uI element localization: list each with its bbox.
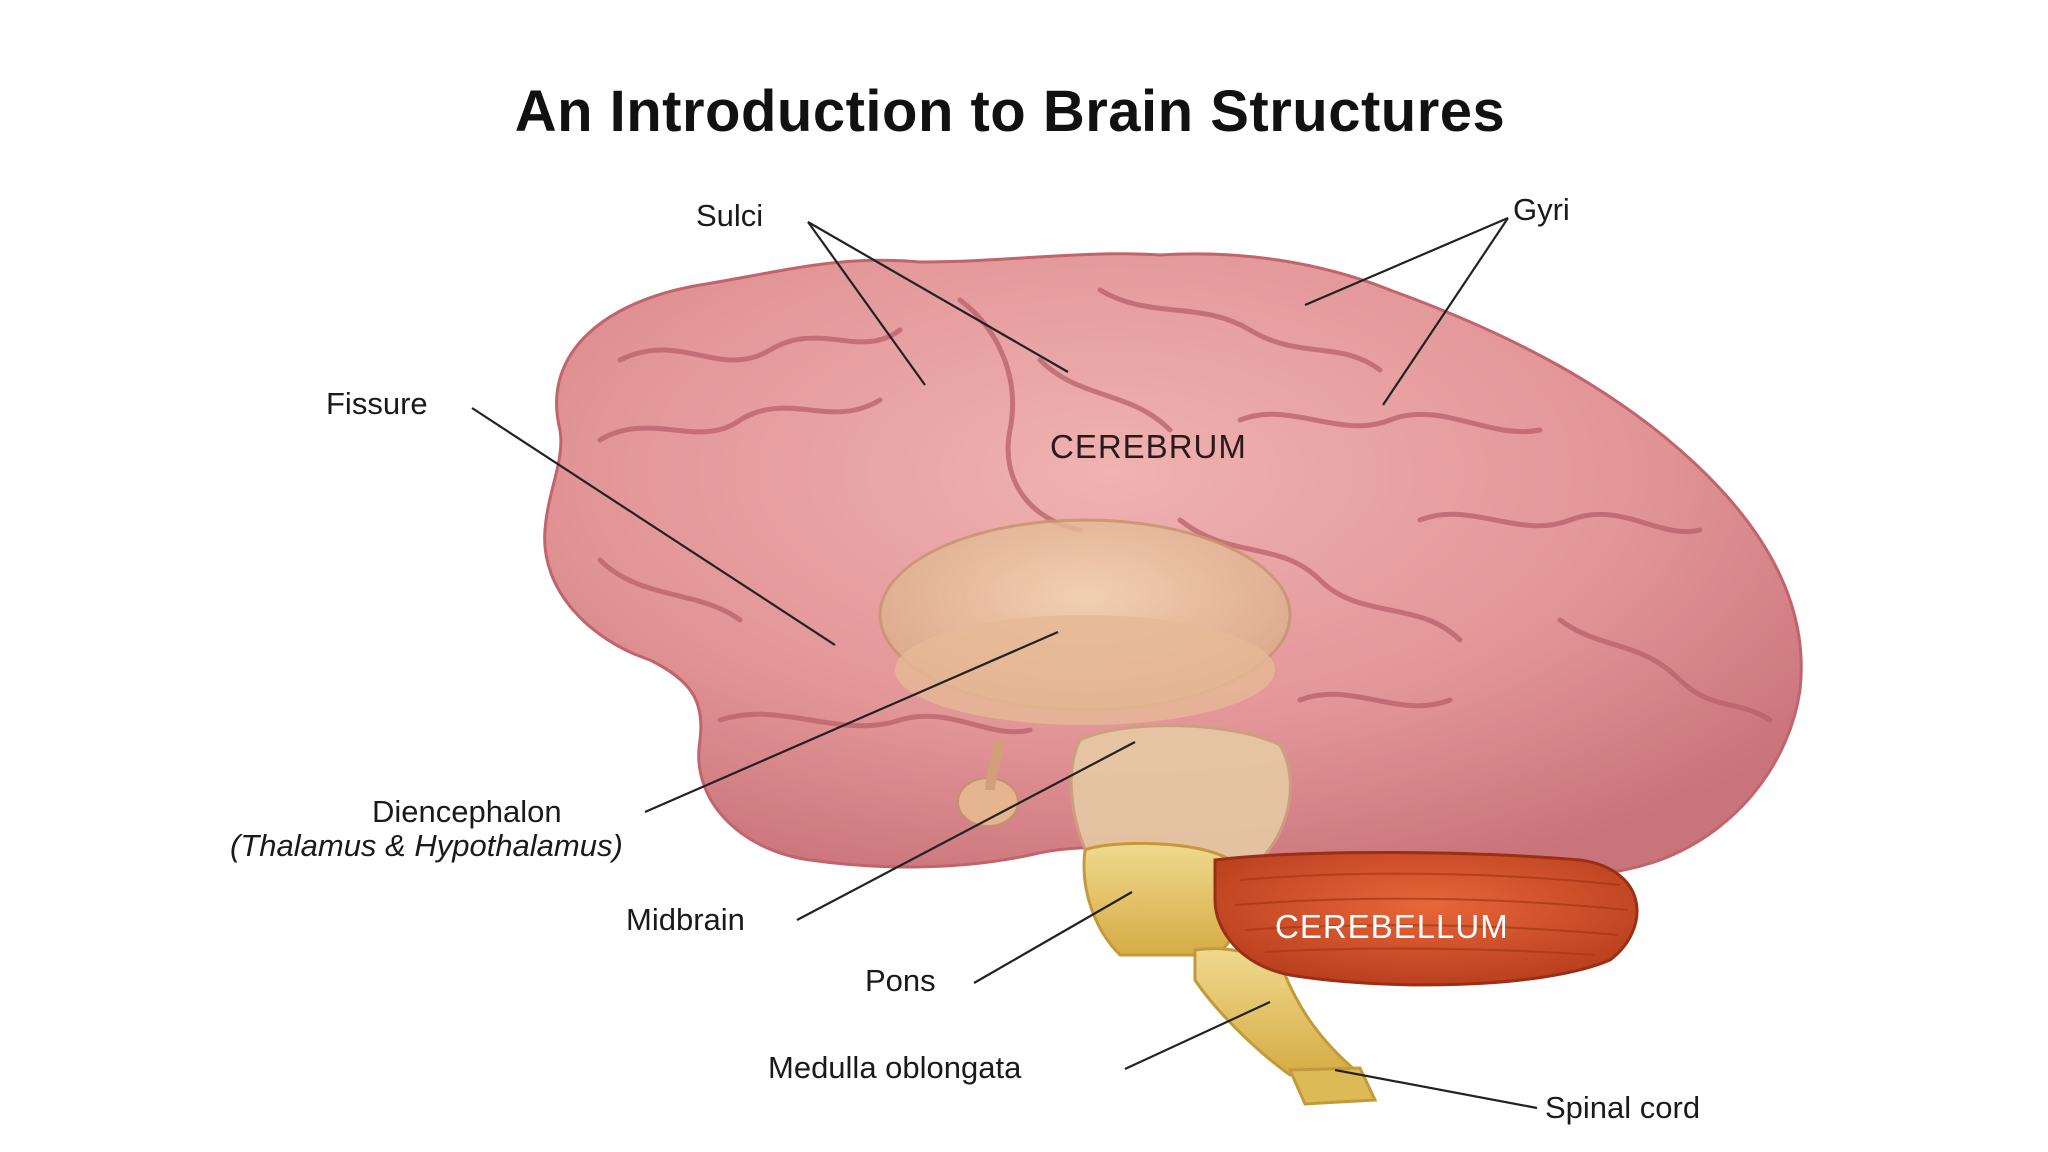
leader-lines [471, 216, 1538, 1110]
infundibulum-shape [985, 739, 1005, 791]
cerebellum-folia [1234, 872, 1629, 956]
pons-label: Pons [865, 963, 936, 998]
diencephalon-label: Diencephalon [372, 794, 562, 829]
sulci-leader-2 [807, 221, 1069, 373]
spinal-cord-leader [1334, 1068, 1538, 1110]
thalamus-shape [895, 615, 1275, 725]
midbrain-label: Midbrain [626, 902, 745, 937]
midbrain-shape [1069, 724, 1292, 862]
diencephalon-leader [644, 630, 1059, 814]
pons-leader [973, 891, 1133, 984]
sulci-leader-1 [807, 221, 926, 386]
spinal-cord-shape [1287, 1066, 1378, 1106]
gyri-folds [597, 287, 1773, 735]
page-title: An Introduction to Brain Structures [514, 79, 1506, 144]
gyri-label: Gyri [1513, 192, 1570, 227]
spinal-cord-label: Spinal cord [1545, 1090, 1701, 1125]
fissure-label: Fissure [326, 386, 428, 421]
medulla-leader [1124, 1001, 1271, 1070]
gyri-leader-1 [1304, 216, 1509, 307]
medulla-label: Medulla oblongata [768, 1050, 1022, 1085]
diencephalon-sublabel: (Thalamus & Hypothalamus) [230, 828, 623, 863]
cerebellum-label: CEREBELLUM [1275, 908, 1509, 945]
gyri-leader-2 [1382, 217, 1509, 406]
cerebrum-label: CEREBRUM [1050, 428, 1247, 465]
fissure-leader [471, 407, 836, 646]
sulci-label: Sulci [696, 198, 764, 233]
midbrain-leader [796, 741, 1136, 921]
